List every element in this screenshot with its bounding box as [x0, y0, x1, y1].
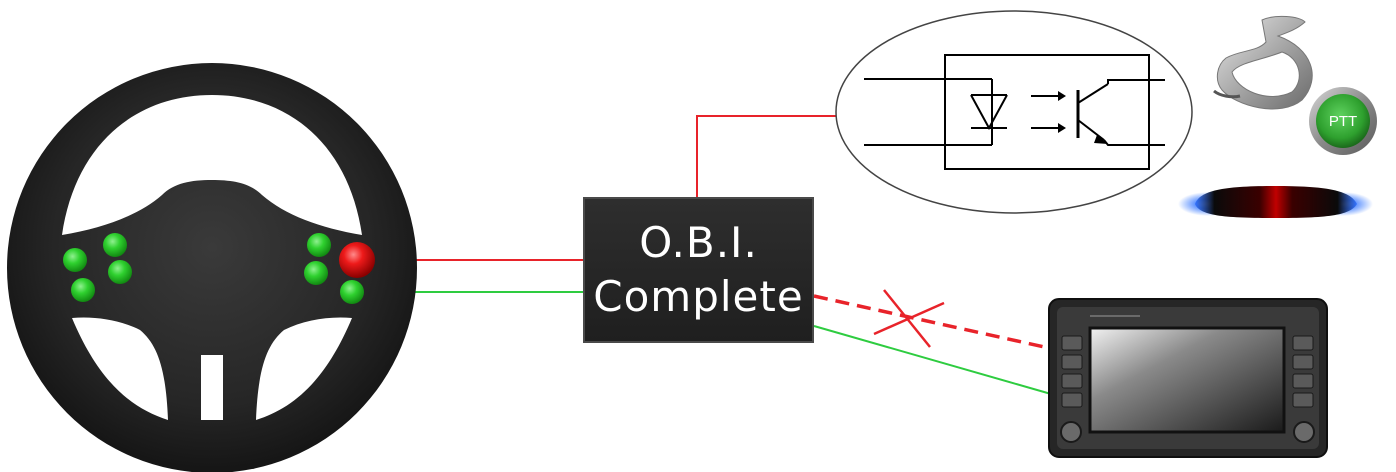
red-wire-obi-to-optocoupler — [696, 115, 836, 197]
car-radio-head-unit-icon — [1048, 298, 1328, 458]
wheel-button-green — [307, 233, 331, 257]
tune-knob — [1293, 421, 1315, 443]
wheel-button-green — [71, 278, 95, 302]
obi-complete-module: O.B.I. Complete — [583, 197, 814, 343]
obi-title-line2: Complete — [593, 272, 804, 321]
wheel-button-green — [103, 233, 127, 257]
wheel-button-green — [304, 261, 328, 285]
green-wire-obi-to-head-unit — [813, 325, 1059, 397]
wheel-button-red — [339, 242, 375, 278]
optocoupler-symbol-icon — [835, 10, 1193, 214]
ptt-button-icon: PTT — [1309, 87, 1377, 155]
blocked-red-dashed-wire — [813, 294, 1059, 352]
head-unit-screen — [1088, 326, 1286, 434]
steering-wheel-shape — [7, 63, 417, 472]
obi-title-line1: O.B.I. — [639, 218, 758, 267]
wheel-button-green — [108, 260, 132, 284]
wheel-button-green — [63, 248, 87, 272]
steering-wheel-icon — [7, 63, 417, 472]
wheel-button-green — [340, 280, 364, 304]
cross-mark-icon — [873, 289, 945, 348]
volume-knob — [1060, 421, 1082, 443]
horn-icon — [1213, 15, 1313, 110]
emergency-lightbar-icon — [1178, 186, 1373, 218]
ptt-label: PTT — [1329, 113, 1357, 130]
optocoupler-bubble — [835, 10, 1193, 214]
